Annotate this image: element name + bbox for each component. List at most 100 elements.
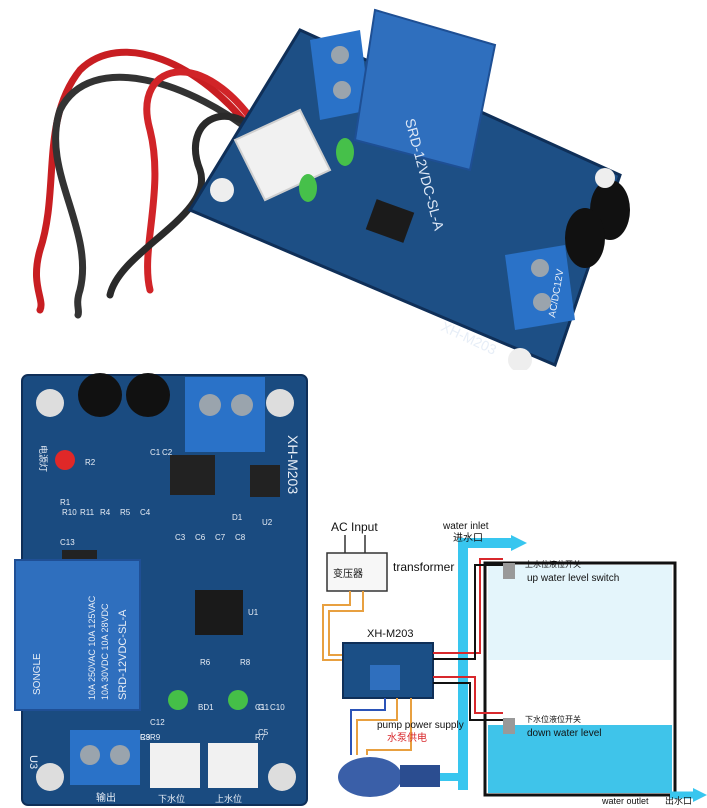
water-outlet-cn: 出水口 — [665, 795, 692, 806]
capacitor — [78, 373, 122, 417]
component-label: R7 — [255, 733, 266, 742]
mount-hole — [268, 763, 296, 791]
lower-water — [488, 725, 672, 793]
component-label: R1 — [60, 498, 71, 507]
high-level-label: 上水位 — [215, 793, 242, 804]
mount-hole — [266, 389, 294, 417]
level-wire — [433, 558, 503, 654]
component-label: G — [258, 703, 264, 712]
component-label: U1 — [248, 608, 259, 617]
relay-rating-line: 10A 30VDC 10A 28VDC — [100, 603, 110, 700]
component-label: BD1 — [198, 703, 214, 712]
top-relay — [353, 8, 497, 172]
top-terminal-block — [310, 30, 370, 120]
component-label: C4 — [140, 508, 151, 517]
water-inlet-cn: 进水口 — [453, 532, 483, 544]
power-wire — [322, 591, 351, 661]
transformer-en: transformer — [393, 560, 454, 574]
component-label: C7 — [215, 533, 226, 542]
module-label: U3 — [27, 755, 39, 769]
mount-hole — [36, 763, 64, 791]
up-switch-en: up water level switch — [527, 573, 619, 584]
relay — [14, 559, 141, 711]
mount-hole — [36, 389, 64, 417]
down-level-switch — [503, 718, 515, 734]
green-led — [299, 174, 317, 202]
component-label: C10 — [270, 703, 285, 712]
component-label: D1 — [232, 513, 243, 522]
component-label: R11 — [80, 508, 95, 517]
component-label: R4 — [100, 508, 111, 517]
component-label: R3 — [140, 733, 151, 742]
transformer-box — [326, 552, 388, 592]
water-inlet-en: water inlet — [442, 521, 489, 532]
component-label: C1 — [150, 448, 161, 457]
component-label: R2 — [85, 458, 96, 467]
pump-supply-cn: 水泵供电 — [387, 731, 427, 744]
regulator — [170, 455, 215, 495]
inlet-pipe — [458, 538, 515, 790]
screw-icon — [331, 46, 349, 64]
component-label: C12 — [150, 718, 165, 727]
up-switch-cn: 上水位液位开关 — [525, 559, 581, 569]
screw-icon — [533, 293, 551, 311]
power-wire — [328, 591, 364, 656]
upper-water — [488, 565, 672, 660]
high-level-connector — [208, 743, 258, 788]
down-switch-cn: 下水位液位开关 — [525, 714, 581, 724]
up-level-switch — [503, 563, 515, 579]
pump-motor — [400, 765, 440, 787]
component-label: C3 — [175, 533, 186, 542]
output-label: 输出 — [96, 791, 116, 804]
ic-chip — [365, 199, 415, 243]
screw-icon — [80, 745, 100, 765]
bottom-board-photo: XH-M203 电源灯 SONGLE 10A 250VAC 10A 125VAC… — [14, 373, 308, 806]
component-label: R5 — [120, 508, 131, 517]
low-level-label: 下水位 — [158, 793, 185, 804]
arrow-icon — [693, 788, 707, 802]
screw-icon — [531, 259, 549, 277]
component-label: R8 — [240, 658, 251, 667]
green-led — [228, 690, 248, 710]
pump — [338, 757, 402, 797]
low-level-connector — [150, 743, 200, 788]
capacitor — [126, 373, 170, 417]
transformer-cn: 变压器 — [333, 567, 363, 580]
component-label: R6 — [200, 658, 211, 667]
green-led — [336, 138, 354, 166]
top-board-photo: SRD-12VDC-SL-A XH-M203 AC/DC12V — [33, 8, 630, 370]
ic-chip — [195, 590, 243, 635]
module-name: XH-M203 — [367, 628, 413, 640]
down-switch-en: down water level — [527, 728, 601, 739]
pump-wire — [350, 698, 386, 755]
screw-icon — [333, 81, 351, 99]
relay-model: SRD-12VDC-SL-A — [117, 609, 129, 700]
ac-wires — [344, 535, 366, 553]
screw-icon — [199, 394, 221, 416]
pump-wire — [356, 698, 398, 755]
module-relay — [370, 665, 400, 690]
mount-hole — [595, 168, 615, 188]
level-wire — [433, 564, 503, 660]
green-led — [168, 690, 188, 710]
bottom-board-model: XH-M203 — [285, 435, 301, 494]
component-label: C5 — [258, 728, 269, 737]
component-label: C13 — [60, 538, 75, 547]
capacitor — [565, 208, 605, 268]
wire-harness — [33, 48, 278, 319]
input-terminal-block — [185, 377, 265, 452]
component-label: C11 — [255, 703, 270, 712]
pump-supply-en: pump power supply — [377, 720, 464, 731]
power-led-label: 电源灯 — [38, 445, 49, 472]
water-outlet-en: water outlet — [601, 796, 649, 806]
mount-hole — [508, 348, 532, 370]
screw-icon — [110, 745, 130, 765]
mount-hole — [210, 178, 234, 202]
pump-pipe — [440, 773, 467, 785]
top-bottom-terminal-block — [505, 245, 575, 330]
component-label: R10 — [62, 508, 77, 517]
wiring-diagram: 变压器 transformer AC Input XH-M203 pump po… — [322, 520, 707, 806]
level-wire — [433, 682, 503, 721]
relay-brand: SONGLE — [32, 653, 43, 695]
component-label: R9 — [150, 733, 161, 742]
